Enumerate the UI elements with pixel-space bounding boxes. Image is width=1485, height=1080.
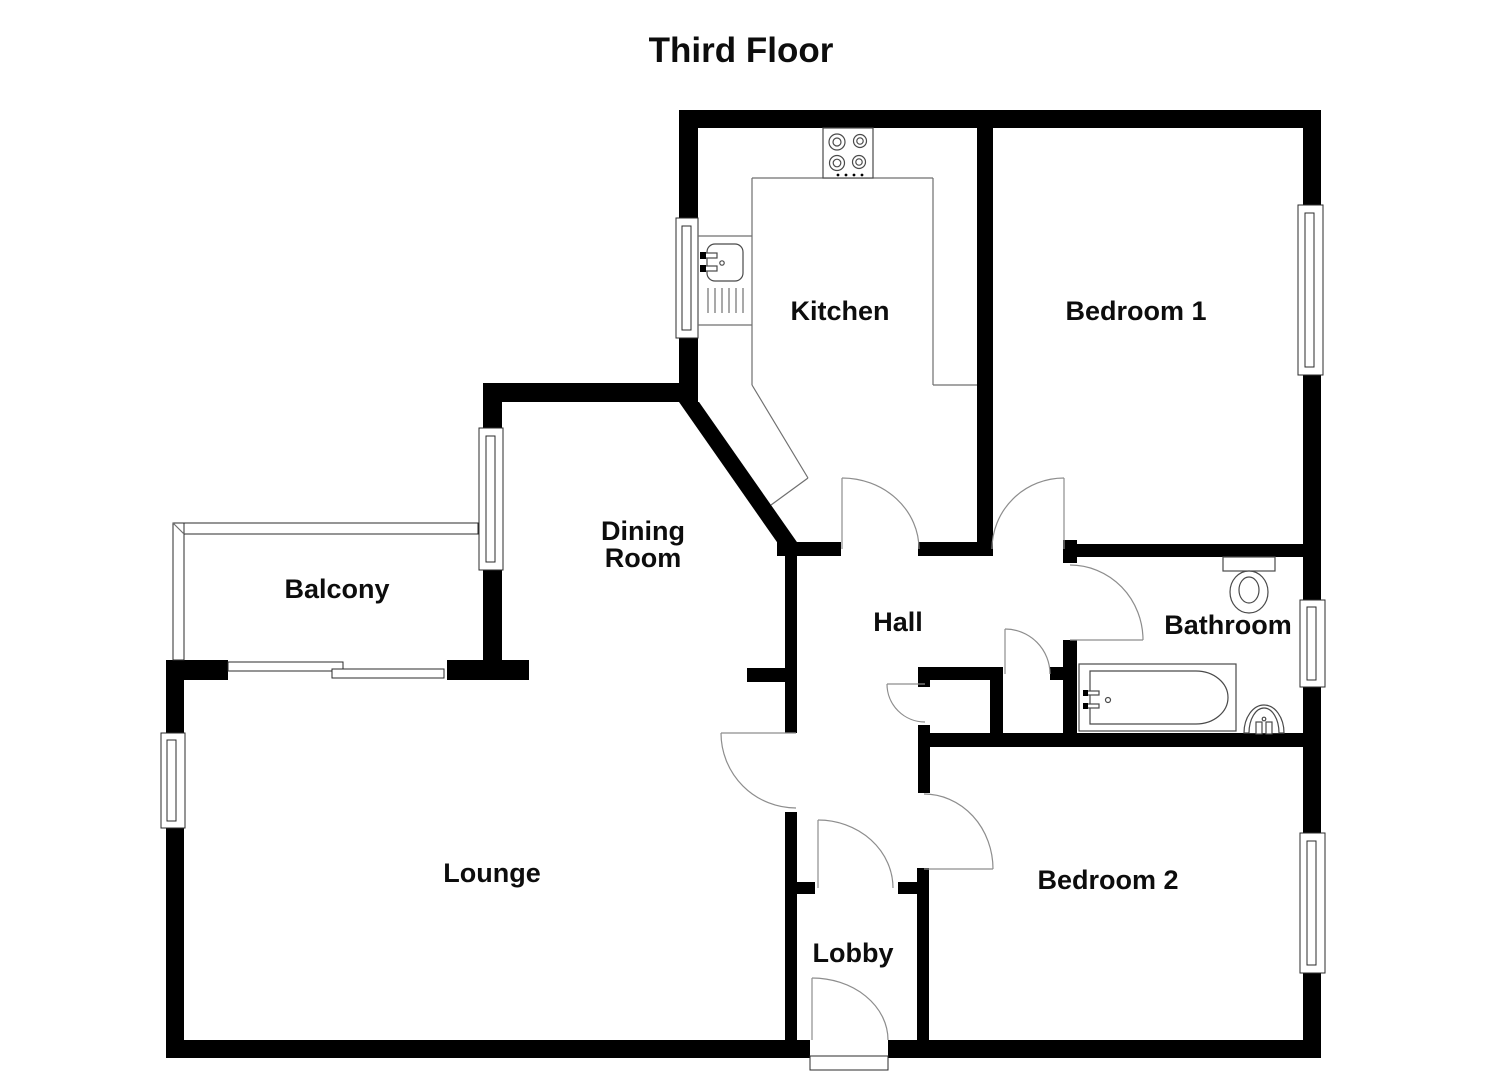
wall-segment xyxy=(483,570,502,662)
page-title: Third Floor xyxy=(649,31,834,70)
wall-segment xyxy=(918,733,1303,747)
wall-segment xyxy=(1077,544,1303,557)
window-bedroom2 xyxy=(1299,832,1326,974)
wall-segment xyxy=(166,828,184,1058)
window-bedroom1 xyxy=(1297,204,1324,376)
wall-segment xyxy=(797,882,815,894)
wall-segment xyxy=(1050,667,1063,680)
toilet-icon xyxy=(1222,556,1276,614)
wall-segment xyxy=(679,338,698,383)
door-bathroom xyxy=(1069,564,1144,641)
wall-segment xyxy=(898,882,917,894)
wall-segment xyxy=(918,725,930,793)
wall-segment xyxy=(785,543,797,733)
room-label-hall: Hall xyxy=(873,607,923,637)
room-label-lounge: Lounge xyxy=(443,858,540,888)
door-bedroom1 xyxy=(991,477,1065,550)
room-label-bathroom: Bathroom xyxy=(1164,610,1292,640)
door-corridor-cupboard xyxy=(886,683,926,723)
wall-segment xyxy=(1303,973,1321,1058)
wall-segment xyxy=(166,660,228,680)
window-dining xyxy=(478,427,504,571)
door-kitchen-hall xyxy=(841,477,920,550)
draining-board xyxy=(707,288,744,313)
room-label-dining-1: Dining xyxy=(601,516,685,546)
wall-segment xyxy=(1063,540,1077,563)
entrance-threshold xyxy=(809,1055,889,1071)
room-label-kitchen: Kitchen xyxy=(790,296,889,326)
wall-segment xyxy=(918,542,993,556)
window-lounge xyxy=(160,732,186,829)
room-label-lobby: Lobby xyxy=(813,938,894,968)
door-swings xyxy=(720,477,1144,1041)
wall-segment xyxy=(679,110,698,218)
door-bedroom2 xyxy=(923,793,994,870)
hob-icon xyxy=(822,127,874,179)
wall-segment xyxy=(918,667,1003,680)
wall-segment xyxy=(785,812,797,1040)
wall-segment xyxy=(447,660,529,680)
room-label-bedroom2: Bedroom 2 xyxy=(1037,865,1178,895)
windows xyxy=(160,204,1326,974)
door-hall-lobby xyxy=(817,819,894,889)
wall-segment xyxy=(747,668,785,682)
sliding-patio-door xyxy=(227,661,445,679)
wall-segment xyxy=(1303,375,1321,600)
wall-segment xyxy=(918,667,930,687)
wall-segment xyxy=(166,1040,810,1058)
wall-segment xyxy=(990,667,1003,743)
kitchen-counter-lines xyxy=(698,177,977,506)
wash-basin-icon xyxy=(1243,704,1285,735)
wall-segment xyxy=(888,1040,1321,1058)
window-bathroom xyxy=(1299,599,1326,688)
wall-segment-diagonal xyxy=(679,402,799,545)
wall-segment xyxy=(483,383,698,402)
room-label-dining-2: Room xyxy=(605,543,682,573)
door-hall-cupboard xyxy=(1004,628,1051,675)
room-label-balcony: Balcony xyxy=(284,574,389,604)
kitchen-sink-icon xyxy=(700,243,744,282)
bathtub-icon xyxy=(1078,663,1237,732)
wall-segment xyxy=(1303,687,1321,833)
wall-segment xyxy=(917,868,929,1040)
walls xyxy=(166,110,1321,1058)
wall-segment xyxy=(977,128,993,543)
door-lounge-hall xyxy=(720,732,797,809)
wall-segment xyxy=(1303,110,1321,205)
window-kitchen xyxy=(675,217,699,339)
room-label-bedroom1: Bedroom 1 xyxy=(1065,296,1206,326)
door-entrance xyxy=(811,977,889,1041)
balcony-railing xyxy=(172,522,479,661)
wall-segment xyxy=(1063,640,1077,733)
wall-segment xyxy=(679,110,1321,128)
